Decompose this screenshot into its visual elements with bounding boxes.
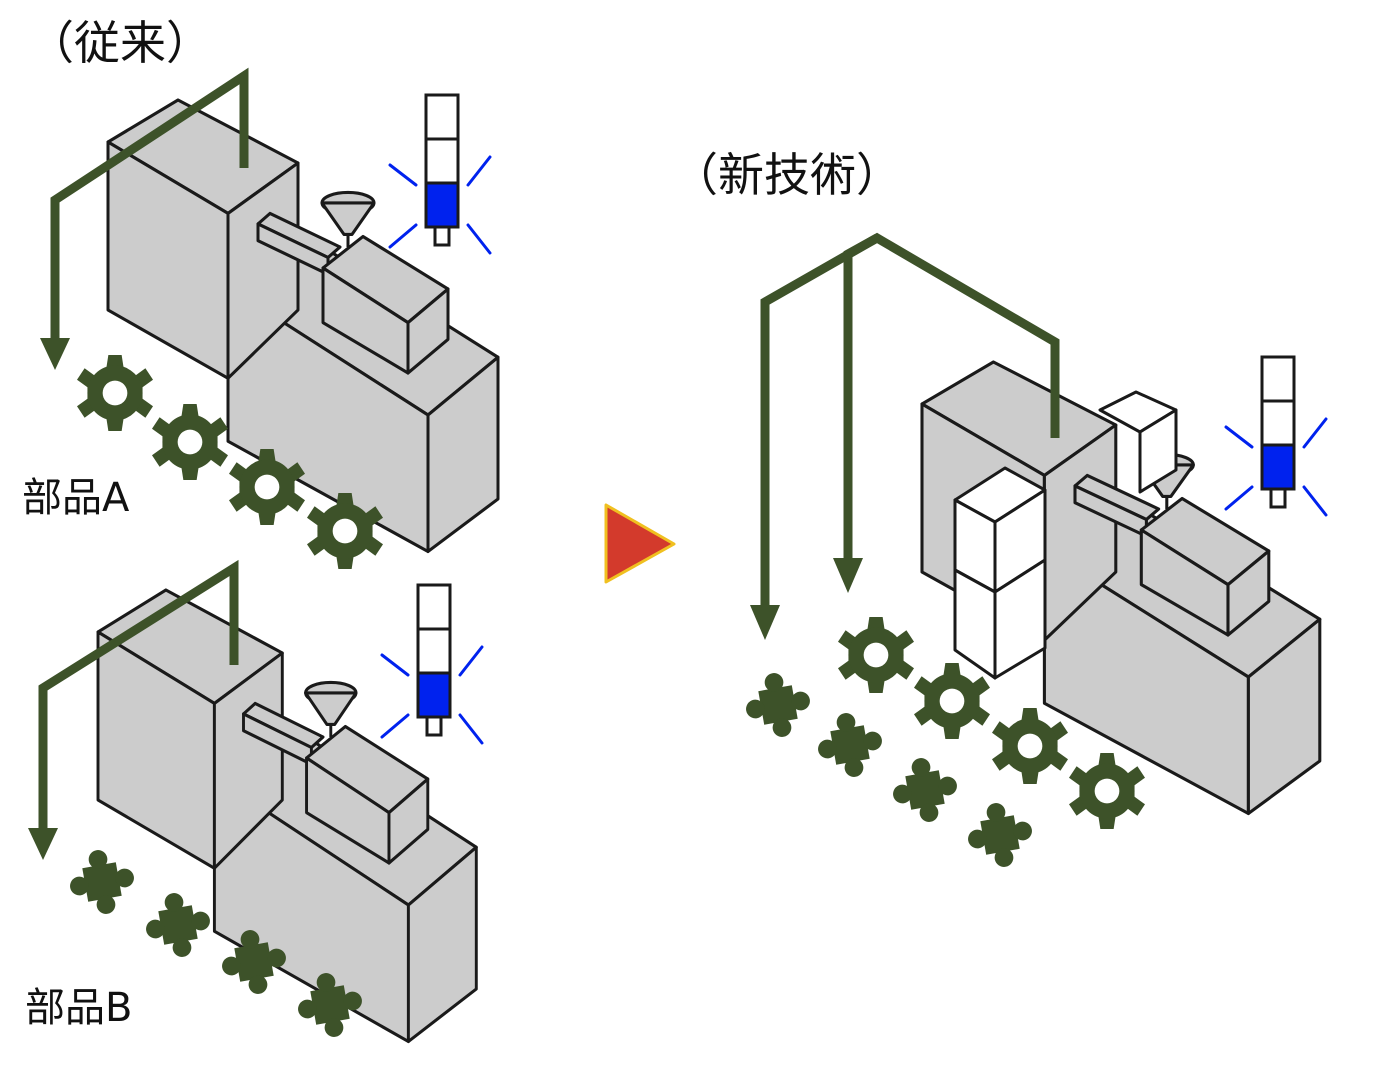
puzzle-piece-icon [887, 752, 963, 828]
mold-blocks [953, 390, 1178, 680]
gear-icon [914, 663, 990, 739]
flow-arrowhead-a-icon [40, 338, 70, 370]
puzzle-row-new [740, 667, 1038, 873]
after-title: （新技術） [672, 148, 902, 202]
flow-arrow-a [50, 67, 249, 345]
gear-icon [992, 708, 1068, 784]
signal-tower-new-icon [1224, 355, 1328, 517]
part-b-label: 部品B [25, 985, 133, 1031]
puzzle-piece-icon [140, 887, 216, 963]
signal-tower-b-icon [380, 583, 484, 745]
gear-icon [1069, 753, 1145, 829]
flow-arrow-b [38, 559, 239, 832]
puzzle-piece-icon [740, 667, 816, 743]
gear-icon [152, 404, 228, 480]
puzzle-piece-icon [64, 844, 140, 920]
signal-tower-a-icon [388, 93, 492, 255]
puzzle-piece-icon [812, 707, 888, 783]
part-a-label: 部品A [22, 475, 130, 521]
puzzle-piece-icon [962, 797, 1038, 873]
flow-arrowhead-new-1-icon [750, 605, 780, 640]
gear-icon [77, 355, 153, 431]
flow-arrowhead-new-2-icon [833, 558, 863, 593]
flow-arrowhead-b-icon [28, 828, 58, 860]
transition-play-icon [604, 503, 676, 584]
gear-icon [838, 617, 914, 693]
flow-arrow-new [760, 232, 1060, 612]
before-title: （従来） [28, 16, 212, 70]
